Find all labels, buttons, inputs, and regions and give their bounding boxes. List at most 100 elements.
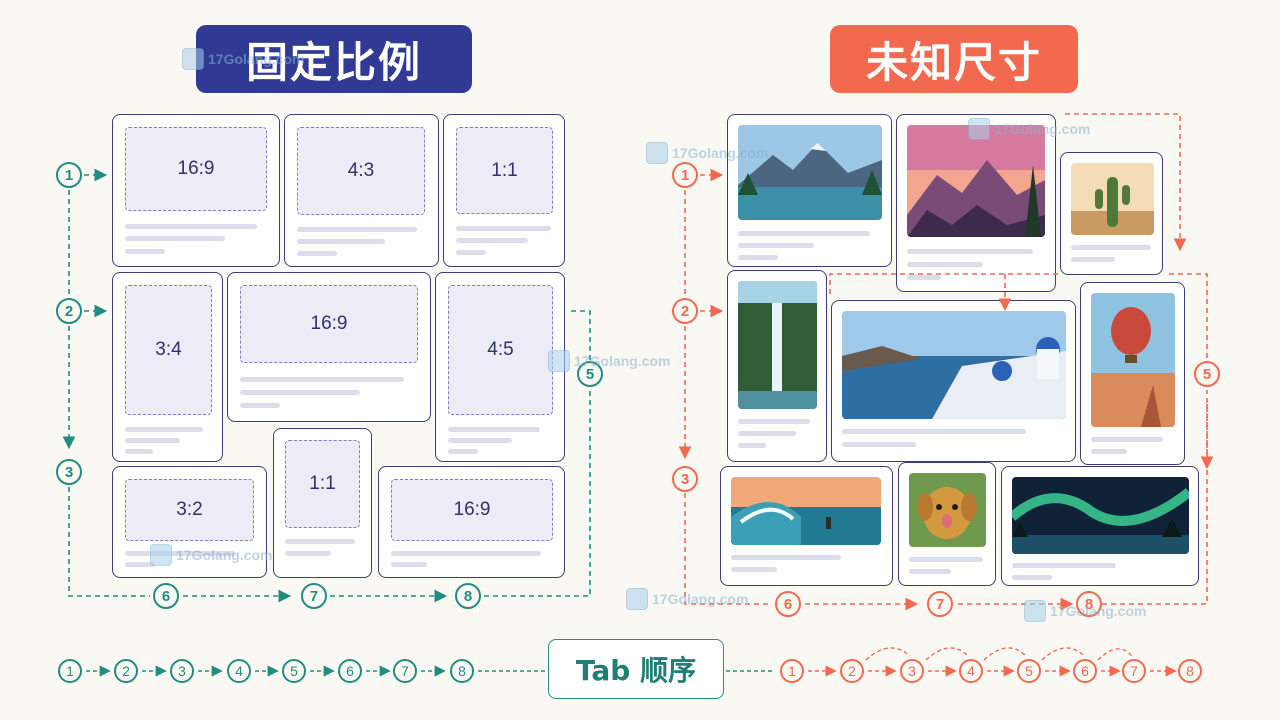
surfer-image — [731, 477, 881, 545]
text-line — [125, 551, 235, 556]
cactus-image — [1071, 163, 1154, 235]
watermark-logo-icon — [548, 350, 570, 372]
text-line — [738, 431, 796, 436]
text-line — [448, 427, 540, 432]
ratio-placeholder: 16:9 — [240, 285, 418, 363]
text-line — [738, 443, 766, 448]
text-line — [456, 238, 528, 243]
right-card-7 — [720, 466, 893, 586]
text-line — [842, 429, 1026, 434]
watermark-logo-icon — [626, 588, 648, 610]
watermark: 17Golang.com — [548, 350, 670, 372]
left-step-badge-1: 1 — [56, 162, 82, 188]
text-line — [297, 239, 385, 244]
watermark-logo-icon — [1024, 600, 1046, 622]
text-line — [738, 255, 778, 260]
dog-image — [909, 473, 986, 547]
text-line — [907, 249, 1033, 254]
right-card-6 — [1080, 282, 1185, 465]
tab-order-right-8: 8 — [1178, 659, 1202, 683]
watermark-text: 17Golang.com — [652, 591, 749, 607]
text-line — [240, 377, 404, 382]
left-card-1: 16:9 — [112, 114, 280, 267]
ratio-placeholder: 4:3 — [297, 127, 425, 215]
right-step-badge-2: 2 — [672, 298, 698, 324]
watermark-logo-icon — [150, 544, 172, 566]
left-step-badge-6: 6 — [153, 583, 179, 609]
left-card-6: 4:5 — [435, 272, 565, 462]
text-line — [297, 227, 417, 232]
text-line — [391, 551, 541, 556]
tab-order-left-5: 5 — [282, 659, 306, 683]
ratio-placeholder: 4:5 — [448, 285, 553, 415]
text-line — [842, 442, 916, 447]
text-line — [907, 275, 941, 280]
tab-order-right-4: 4 — [959, 659, 983, 683]
tab-order-left-7: 7 — [393, 659, 417, 683]
left-card-2: 4:3 — [284, 114, 439, 267]
balloon-image — [1091, 293, 1175, 427]
text-line — [285, 551, 331, 556]
sunset-mountain-image — [907, 125, 1045, 237]
text-line — [1071, 257, 1115, 262]
left-step-badge-2: 2 — [56, 298, 82, 324]
left-card-9: 16:9 — [378, 466, 565, 578]
tab-order-left-2: 2 — [114, 659, 138, 683]
watermark-text: 17Golang.com — [672, 145, 769, 161]
tab-order-right-6: 6 — [1073, 659, 1097, 683]
watermark: 17Golang.com — [646, 142, 768, 164]
fixed-ratio-title: 固定比例 — [196, 25, 472, 93]
watermark-logo-icon — [646, 142, 668, 164]
tab-order-left-1: 1 — [58, 659, 82, 683]
right-card-2 — [896, 114, 1056, 292]
lake-mountain-image — [738, 125, 882, 220]
text-line — [456, 226, 551, 231]
text-line — [125, 438, 180, 443]
right-step-badge-7: 7 — [927, 591, 953, 617]
text-line — [125, 249, 165, 254]
ratio-placeholder: 1:1 — [285, 440, 360, 528]
left-card-4: 3:4 — [112, 272, 223, 462]
watermark-text: 17Golang.com — [176, 547, 273, 563]
text-line — [731, 567, 777, 572]
tab-order-right-5: 5 — [1017, 659, 1041, 683]
text-line — [738, 419, 810, 424]
tab-order-label: Tab 顺序 — [548, 639, 724, 699]
tab-order-left-3: 3 — [170, 659, 194, 683]
text-line — [909, 557, 983, 562]
watermark-text: 17Golang.com — [574, 353, 671, 369]
watermark: 17Golang.com — [626, 588, 748, 610]
text-line — [456, 250, 486, 255]
tab-order-left-8: 8 — [450, 659, 474, 683]
text-line — [448, 438, 512, 443]
text-line — [731, 555, 841, 560]
tab-order-left-6: 6 — [338, 659, 362, 683]
right-card-8 — [898, 462, 996, 586]
text-line — [1012, 575, 1052, 580]
right-step-badge-6: 6 — [775, 591, 801, 617]
tab-order-right-2: 2 — [840, 659, 864, 683]
left-card-5: 16:9 — [227, 272, 431, 422]
watermark: 17Golang.com — [182, 48, 304, 70]
left-card-8: 1:1 — [273, 428, 372, 578]
left-step-badge-5: 5 — [577, 361, 603, 387]
ratio-placeholder: 3:4 — [125, 285, 212, 415]
text-line — [448, 449, 478, 454]
text-line — [738, 243, 814, 248]
right-step-badge-1: 1 — [672, 162, 698, 188]
ratio-placeholder: 16:9 — [125, 127, 267, 211]
text-line — [391, 562, 427, 567]
tab-order-right-7: 7 — [1122, 659, 1146, 683]
unknown-size-title: 未知尺寸 — [830, 25, 1078, 93]
right-card-1 — [727, 114, 892, 267]
right-card-4 — [727, 270, 827, 462]
text-line — [1071, 245, 1151, 250]
watermark-text: 17Golang.com — [994, 121, 1091, 137]
waterfall-image — [738, 281, 817, 409]
watermark-logo-icon — [182, 48, 204, 70]
text-line — [738, 231, 870, 236]
text-line — [1091, 449, 1127, 454]
text-line — [240, 390, 360, 395]
text-line — [297, 251, 337, 256]
